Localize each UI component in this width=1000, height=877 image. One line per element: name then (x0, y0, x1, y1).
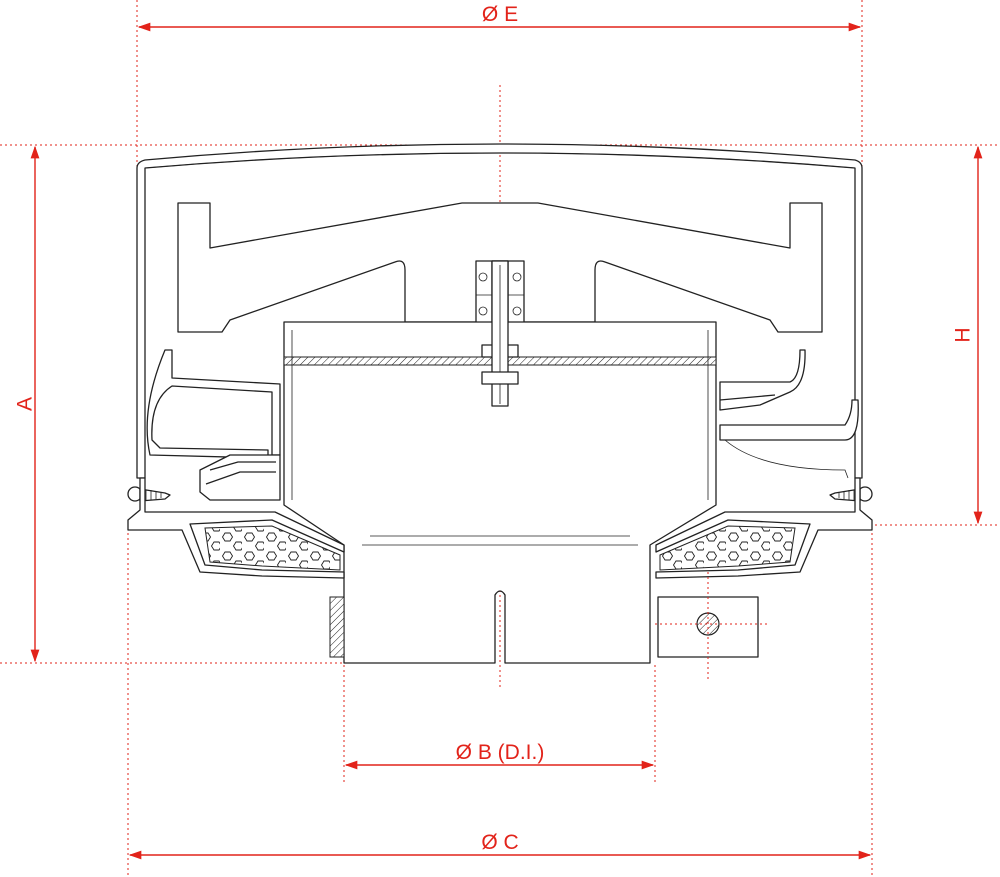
dimension-b-label: Ø B (D.I.) (456, 741, 545, 764)
right-vanes (719, 349, 859, 479)
shaft (481, 260, 519, 407)
left-screw (127, 486, 171, 502)
dimension-a: A (14, 145, 40, 663)
dimension-c-label: Ø C (481, 831, 518, 854)
dimension-h: H (952, 145, 983, 525)
insulation-right (659, 525, 796, 571)
dimension-b: Ø B (D.I.) (344, 741, 655, 770)
left-seal (329, 596, 345, 658)
dimension-e-label: Ø E (482, 3, 518, 26)
dimension-h-label: H (952, 327, 975, 342)
dimension-c: Ø C (128, 831, 872, 860)
dimension-e: Ø E (137, 3, 862, 32)
right-screw (829, 486, 873, 502)
base-flange (127, 477, 873, 579)
right-clamp (655, 572, 770, 682)
dimension-a-label: A (14, 397, 37, 411)
left-vanes (146, 349, 281, 501)
cap-hood (136, 143, 863, 479)
insulation-left (204, 525, 341, 571)
